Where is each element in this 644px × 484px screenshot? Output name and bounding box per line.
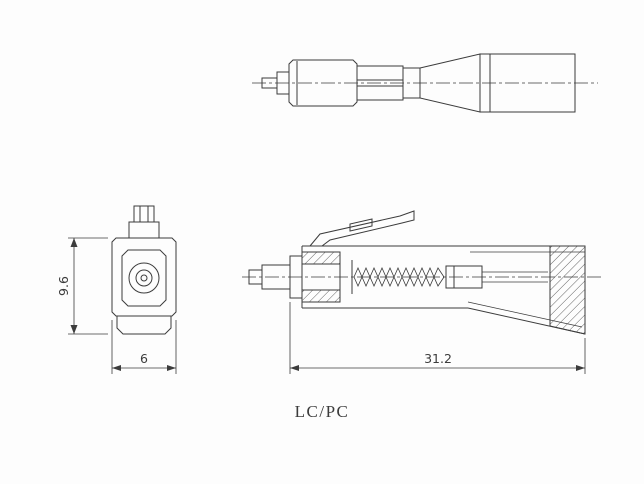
dim-height-label: 9.6 <box>56 276 71 296</box>
spring-zigzag <box>353 267 445 287</box>
arrowhead-right-icon <box>167 365 176 371</box>
plunger-tube <box>445 265 483 289</box>
section-hatch-bottom <box>301 289 341 303</box>
arrowhead-down-icon <box>70 325 78 334</box>
side-section-view <box>242 210 602 335</box>
spring-zigzag <box>353 267 445 287</box>
top-view <box>252 53 598 113</box>
front-base <box>116 315 172 335</box>
latch-lever <box>308 210 415 247</box>
arrowhead-up-icon <box>70 238 78 247</box>
latch-arm <box>308 210 415 247</box>
crimp-band-hatch <box>549 245 586 335</box>
arrowhead-left-icon <box>290 365 299 371</box>
front-inner-chamfer <box>121 249 167 307</box>
latch-base-front <box>128 221 160 239</box>
connector-body <box>288 59 358 107</box>
latch-lower <box>356 85 404 101</box>
dim-length-label: 31.2 <box>424 351 452 366</box>
dim-height: 9.6 <box>56 237 108 335</box>
ferrule-circle <box>135 269 153 287</box>
ferrule-outer-circle <box>128 262 160 294</box>
drawing-title: LC/PC <box>295 402 350 421</box>
section-hatch-top <box>301 251 341 265</box>
fiber-core-circle <box>140 274 148 282</box>
boot <box>479 53 576 113</box>
latch-tip-front <box>133 205 155 223</box>
front-body-outline <box>111 237 177 317</box>
latch-tab <box>349 218 373 232</box>
arrowhead-right-icon <box>576 365 585 371</box>
front-view <box>111 205 177 335</box>
spring <box>353 267 445 287</box>
dim-width: 6 <box>111 320 177 374</box>
arrowhead-left-icon <box>112 365 121 371</box>
dim-width-label: 6 <box>140 351 148 366</box>
dim-length: 31.2 <box>289 302 586 374</box>
latch-upper <box>356 65 404 81</box>
